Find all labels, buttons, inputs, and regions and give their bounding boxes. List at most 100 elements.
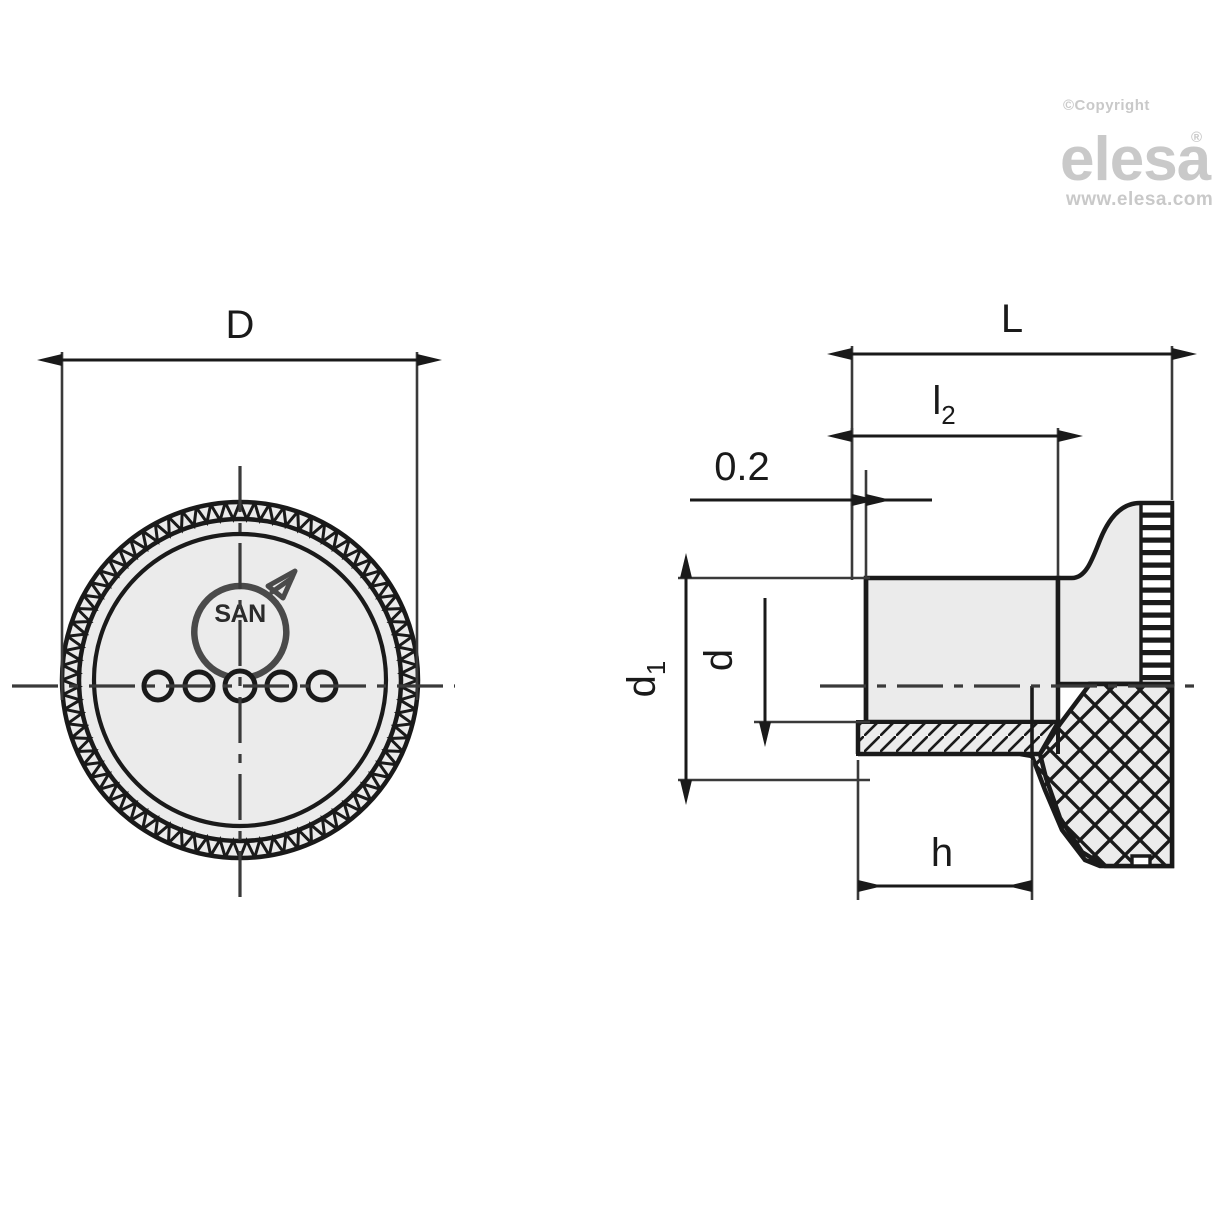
knurl-tooth bbox=[181, 507, 198, 530]
knurl-tooth bbox=[351, 791, 372, 812]
section-knurl-upper bbox=[1139, 501, 1174, 686]
section-view bbox=[820, 500, 1200, 869]
recycle-arrow-icon bbox=[191, 582, 290, 682]
knurl-tooth bbox=[253, 836, 271, 858]
knurl-tooth bbox=[381, 749, 404, 766]
knurl-tooth bbox=[267, 504, 285, 527]
knurl-tooth bbox=[320, 523, 339, 545]
knurl-tooth bbox=[129, 807, 149, 830]
brand-wordmark: elesa bbox=[1060, 125, 1212, 194]
knurl-tooth bbox=[71, 736, 94, 753]
knurl-tooth bbox=[99, 558, 120, 579]
knurl-tooth bbox=[76, 594, 99, 611]
knurl-tooth bbox=[108, 548, 129, 569]
knurl-tooth bbox=[375, 760, 397, 779]
knurl-tooth bbox=[118, 539, 139, 560]
knurl-tooth bbox=[331, 530, 351, 553]
knurl-tooth bbox=[223, 501, 242, 523]
knurl-tooth bbox=[360, 558, 381, 579]
knurl-tooth bbox=[61, 678, 83, 697]
knurl-tooth bbox=[108, 791, 129, 812]
knurl-tooth bbox=[141, 815, 160, 837]
san-recycle-mark: SAN bbox=[191, 568, 298, 682]
knurl-tooth bbox=[154, 821, 171, 844]
knurl-tooth bbox=[390, 722, 413, 739]
knurl-tooth bbox=[296, 826, 313, 849]
section-thread-band bbox=[856, 720, 1060, 756]
dimension-d: d bbox=[697, 598, 870, 747]
knurl-tooth bbox=[209, 502, 227, 524]
knurl-tooth bbox=[90, 771, 113, 791]
dim-D-label: D bbox=[226, 303, 255, 347]
dimension-h: h bbox=[856, 760, 1034, 900]
knurl-tooth bbox=[90, 569, 113, 589]
knurl-tooth bbox=[309, 821, 326, 844]
knurl-tooth bbox=[64, 635, 87, 653]
knurl-tooth bbox=[360, 781, 381, 802]
knurl-tooth bbox=[309, 516, 326, 539]
dimension-clearance: 0.2 bbox=[690, 445, 932, 580]
knurl-tooth bbox=[195, 833, 213, 856]
knurl-tooth bbox=[167, 826, 184, 849]
knurl-tooth bbox=[238, 837, 257, 859]
knurl-tooth bbox=[141, 523, 160, 545]
knurl-tooth bbox=[396, 649, 418, 667]
dim-02-label: 0.2 bbox=[714, 445, 770, 489]
knurl-tooth bbox=[381, 594, 404, 611]
website-url: www.elesa.com bbox=[1065, 189, 1213, 210]
dim-d-label: d bbox=[697, 649, 741, 671]
knurl-tooth bbox=[393, 635, 416, 653]
copyright-text: ©Copyright bbox=[1063, 97, 1150, 114]
knurl-tooth bbox=[62, 693, 84, 711]
knurl-tooth bbox=[341, 800, 362, 821]
knurl-tooth bbox=[67, 621, 90, 638]
knurl-tooth bbox=[267, 833, 285, 856]
knurl-tooth bbox=[64, 707, 87, 725]
knurl-tooth bbox=[393, 707, 416, 725]
dimension-d1: d1 bbox=[620, 553, 870, 805]
knurl-tooth bbox=[67, 722, 90, 739]
knurl-tooth bbox=[154, 516, 171, 539]
knurl-tooth bbox=[351, 548, 372, 569]
elesa-logo: ©Copyright elesa ® www.elesa.com bbox=[1060, 97, 1213, 210]
knurl-tooth bbox=[223, 837, 242, 859]
section-bottom-notch bbox=[1130, 854, 1152, 868]
knurl-tooth bbox=[62, 649, 84, 667]
knurl-tooth bbox=[386, 736, 409, 753]
knurl-tooth bbox=[341, 539, 362, 560]
knurl-tooth bbox=[331, 807, 351, 830]
knurl-tooth bbox=[209, 836, 227, 858]
knurl-tooth bbox=[375, 581, 397, 600]
section-bore-body bbox=[863, 575, 1061, 725]
knurl-tooth bbox=[320, 815, 339, 837]
knurl-tooth bbox=[296, 511, 313, 534]
dim-l2-label: l2 bbox=[932, 379, 955, 430]
front-knurl-pattern bbox=[61, 501, 419, 859]
knurl-tooth bbox=[397, 663, 419, 682]
dim-h-label: h bbox=[931, 831, 953, 875]
recycle-arrow-icon-top bbox=[236, 582, 280, 607]
dim-d1-label: d1 bbox=[620, 661, 671, 698]
knurl-tooth bbox=[282, 507, 299, 530]
recycle-arrow-tail bbox=[269, 575, 295, 595]
knurl-tooth bbox=[390, 621, 413, 638]
knurl-tooth bbox=[71, 607, 94, 624]
knurl-tooth bbox=[367, 771, 390, 791]
knurl-tooth bbox=[61, 663, 83, 682]
knurl-tooth bbox=[83, 760, 105, 779]
dimension-D: D bbox=[37, 303, 442, 700]
knurl-tooth bbox=[181, 830, 198, 853]
knurl-tooth bbox=[83, 581, 105, 600]
knurl-tooth bbox=[129, 530, 149, 553]
knurl-tooth bbox=[282, 830, 299, 853]
knurl-tooth bbox=[195, 504, 213, 527]
knurl-tooth bbox=[396, 693, 418, 711]
knurl-tooth bbox=[386, 607, 409, 624]
dim-L-label: L bbox=[1001, 297, 1023, 341]
knurl-tooth bbox=[253, 502, 271, 524]
registered-mark: ® bbox=[1191, 129, 1203, 146]
dimension-L: L bbox=[827, 297, 1197, 506]
knurl-tooth bbox=[167, 511, 184, 534]
knurl-tooth bbox=[99, 781, 120, 802]
